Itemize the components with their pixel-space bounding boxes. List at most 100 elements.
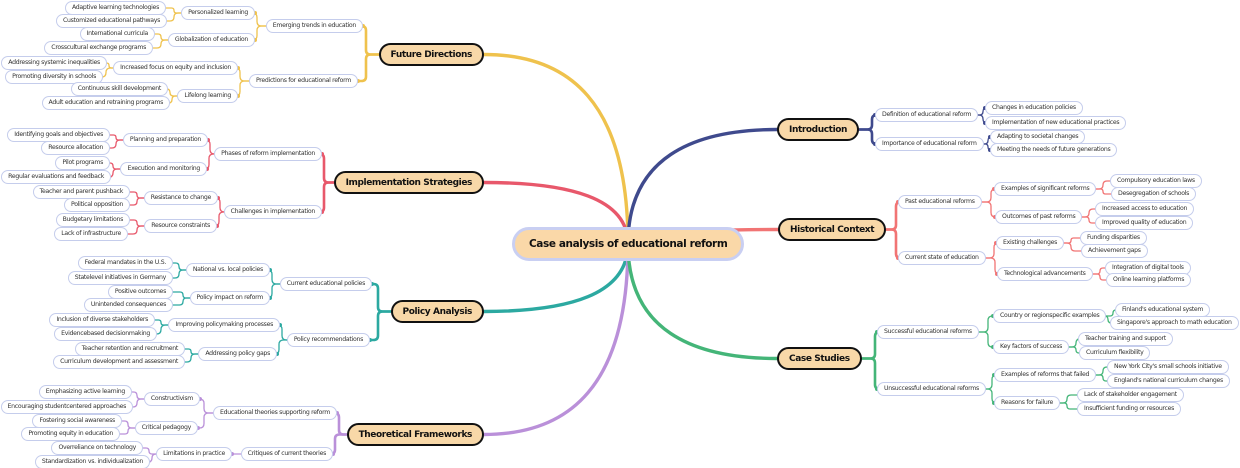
node-increased-access-to-education[interactable]: Increased access to education bbox=[1095, 202, 1195, 216]
node-unsuccessful-educational-reforms[interactable]: Unsuccessful educational reforms bbox=[877, 382, 986, 396]
node-critical-pedagogy[interactable]: Critical pedagogy bbox=[134, 421, 198, 435]
node-unintended-consequences[interactable]: Unintended consequences bbox=[83, 298, 173, 312]
node-personalized-learning[interactable]: Personalized learning bbox=[181, 6, 255, 20]
node-current-educational-policies[interactable]: Current educational policies bbox=[279, 277, 372, 291]
node-addressing-policy-gaps[interactable]: Addressing policy gaps bbox=[198, 347, 277, 361]
node-identifying-goals-and-objectives[interactable]: Identifying goals and objectives bbox=[7, 128, 110, 142]
node-pilot-programs[interactable]: Pilot programs bbox=[55, 156, 110, 170]
connector-line bbox=[198, 398, 214, 414]
node-challenges-in-implementation[interactable]: Challenges in implementation bbox=[223, 205, 322, 219]
node-adult-education-and-retraining-programs[interactable]: Adult education and retraining programs bbox=[41, 96, 170, 110]
connector-line bbox=[155, 324, 169, 335]
node-constructivism[interactable]: Constructivism bbox=[143, 392, 200, 406]
branch-future-directions[interactable]: Future Directions bbox=[378, 43, 484, 66]
node-desegregation-of-schools[interactable]: Desegregation of schools bbox=[1111, 187, 1197, 201]
node-reasons-for-failure[interactable]: Reasons for failure bbox=[994, 396, 1061, 410]
node-online-learning-platforms[interactable]: Online learning platforms bbox=[1106, 273, 1192, 287]
branch-policy-analysis[interactable]: Policy Analysis bbox=[390, 300, 484, 323]
node-customized-educational-pathways[interactable]: Customized educational pathways bbox=[55, 14, 167, 28]
branch-implementation-strategies[interactable]: Implementation Strategies bbox=[333, 171, 484, 194]
node-increased-focus-on-equity-and-inclusion[interactable]: Increased focus on equity and inclusion bbox=[113, 61, 238, 75]
node-achievement-gaps[interactable]: Achievement gaps bbox=[1081, 244, 1148, 258]
branch-historical-context[interactable]: Historical Context bbox=[778, 218, 887, 241]
node-current-state-of-education[interactable]: Current state of education bbox=[898, 251, 986, 265]
connector-line bbox=[129, 197, 145, 206]
node-federal-mandates-in-the-us[interactable]: Federal mandates in the U.S. bbox=[77, 256, 173, 270]
node-country-or-regionspecific-examples[interactable]: Country or regionspecific examples bbox=[993, 309, 1107, 323]
branch-introduction[interactable]: Introduction bbox=[777, 118, 860, 141]
node-phases-of-reform-implementation[interactable]: Phases of reform implementation bbox=[214, 147, 322, 161]
connector-line bbox=[119, 427, 136, 435]
connector-line bbox=[981, 201, 997, 218]
node-statelevel-initiatives-in-germany[interactable]: Statelevel initiatives in Germany bbox=[67, 271, 173, 285]
node-globalization-of-education[interactable]: Globalization of education bbox=[167, 33, 255, 47]
node-teacher-retention-and-recruitment[interactable]: Teacher retention and recruitment bbox=[74, 342, 185, 356]
node-englands-national-curriculum-changes[interactable]: England's national curriculum changes bbox=[1107, 374, 1230, 388]
node-past-educational-reforms[interactable]: Past educational reforms bbox=[898, 195, 982, 209]
node-existing-challenges[interactable]: Existing challenges bbox=[996, 236, 1065, 250]
node-critiques-of-current-theories[interactable]: Critiques of current theories bbox=[240, 447, 333, 461]
node-promoting-diversity-in-schools[interactable]: Promoting diversity in schools bbox=[5, 70, 103, 84]
node-policy-recommendations[interactable]: Policy recommendations bbox=[286, 333, 370, 347]
node-budgetary-limitations[interactable]: Budgetary limitations bbox=[55, 213, 130, 227]
node-lack-of-stakeholder-engagement[interactable]: Lack of stakeholder engagement bbox=[1077, 388, 1184, 402]
node-finlands-educational-system[interactable]: Finland's educational system bbox=[1115, 303, 1211, 317]
node-inclusion-of-diverse-stakeholders[interactable]: Inclusion of diverse stakeholders bbox=[49, 313, 155, 327]
node-predictions-for-educational-reform[interactable]: Predictions for educational reform bbox=[248, 74, 358, 88]
branch-case-studies[interactable]: Case Studies bbox=[777, 347, 862, 370]
node-outcomes-of-past-reforms[interactable]: Outcomes of past reforms bbox=[995, 210, 1083, 224]
node-importance-of-educational-reform[interactable]: Importance of educational reform bbox=[875, 137, 984, 151]
node-execution-and-monitoring[interactable]: Execution and monitoring bbox=[120, 162, 207, 176]
node-meeting-the-needs-of-future-generations[interactable]: Meeting the needs of future generations bbox=[990, 143, 1118, 157]
node-curriculum-development-and-assessment[interactable]: Curriculum development and assessment bbox=[53, 355, 185, 369]
node-changes-in-education-policies[interactable]: Changes in education policies bbox=[985, 101, 1083, 115]
node-resistance-to-change[interactable]: Resistance to change bbox=[143, 191, 218, 205]
node-key-factors-of-success[interactable]: Key factors of success bbox=[993, 340, 1070, 354]
node-singapores-approach-to-math-education[interactable]: Singapore's approach to math education bbox=[1110, 316, 1239, 330]
node-political-opposition[interactable]: Political opposition bbox=[64, 198, 130, 212]
node-improving-policymaking-processes[interactable]: Improving policymaking processes bbox=[168, 318, 280, 332]
node-overreliance-on-technology[interactable]: Overreliance on technology bbox=[51, 441, 143, 455]
node-fostering-social-awareness[interactable]: Fostering social awareness bbox=[32, 414, 122, 428]
node-implementation-of-new-educational-practices[interactable]: Implementation of new educational practi… bbox=[985, 116, 1127, 130]
node-examples-of-reforms-that-failed[interactable]: Examples of reforms that failed bbox=[994, 368, 1097, 382]
node-international-curricula[interactable]: International curricula bbox=[79, 27, 155, 41]
node-funding-disparities[interactable]: Funding disparities bbox=[1080, 231, 1147, 245]
node-teacher-and-parent-pushback[interactable]: Teacher and parent pushback bbox=[32, 185, 130, 199]
node-positive-outcomes[interactable]: Positive outcomes bbox=[107, 285, 173, 299]
node-emerging-trends-in-education[interactable]: Emerging trends in education bbox=[265, 19, 363, 33]
node-national-vs-local-policies[interactable]: National vs. local policies bbox=[185, 263, 270, 277]
node-lack-of-infrastructure[interactable]: Lack of infrastructure bbox=[54, 227, 128, 241]
node-policy-impact-on-reform[interactable]: Policy impact on reform bbox=[189, 291, 270, 305]
branch-theoretical-frameworks[interactable]: Theoretical Frameworks bbox=[346, 423, 484, 446]
node-continuous-skill-development[interactable]: Continuous skill development bbox=[70, 82, 168, 96]
node-educational-theories-supporting-reform[interactable]: Educational theories supporting reform bbox=[212, 406, 337, 420]
node-evidencebased-decisionmaking[interactable]: Evidencebased decisionmaking bbox=[54, 327, 157, 341]
node-teacher-training-and-support[interactable]: Teacher training and support bbox=[1078, 332, 1173, 346]
node-standardization-vs-individualization[interactable]: Standardization vs. individualization bbox=[34, 455, 150, 468]
node-new-york-citys-small-schools-initiative[interactable]: New York City's small schools initiative bbox=[1107, 360, 1229, 374]
node-curriculum-flexibility[interactable]: Curriculum flexibility bbox=[1079, 346, 1151, 360]
node-encouraging-studentcentered-approaches[interactable]: Encouraging studentcentered approaches bbox=[0, 400, 133, 414]
node-lifelong-learning[interactable]: Lifelong learning bbox=[177, 89, 238, 103]
node-examples-of-significant-reforms[interactable]: Examples of significant reforms bbox=[994, 182, 1097, 196]
node-limitations-in-practice[interactable]: Limitations in practice bbox=[156, 447, 232, 461]
node-adapting-to-societal-changes[interactable]: Adapting to societal changes bbox=[990, 130, 1086, 144]
node-technological-advancements[interactable]: Technological advancements bbox=[997, 267, 1093, 281]
node-regular-evaluations-and-feedback[interactable]: Regular evaluations and feedback bbox=[1, 170, 111, 184]
node-planning-and-preparation[interactable]: Planning and preparation bbox=[122, 133, 208, 147]
node-crosscultural-exchange-programs[interactable]: Crosscultural exchange programs bbox=[44, 41, 153, 55]
node-insufficient-funding-or-resources[interactable]: Insufficient funding or resources bbox=[1077, 402, 1182, 416]
node-resource-allocation[interactable]: Resource allocation bbox=[41, 141, 110, 155]
node-addressing-systemic-inequalities[interactable]: Addressing systemic inequalities bbox=[1, 56, 107, 70]
node-adaptive-learning-technologies[interactable]: Adaptive learning technologies bbox=[64, 1, 166, 15]
node-resource-constraints[interactable]: Resource constraints bbox=[144, 219, 217, 233]
node-emphasizing-active-learning[interactable]: Emphasizing active learning bbox=[38, 385, 132, 399]
node-definition-of-educational-reform[interactable]: Definition of educational reform bbox=[875, 108, 979, 122]
node-improved-quality-of-education[interactable]: Improved quality of education bbox=[1095, 216, 1194, 230]
node-compulsory-education-laws[interactable]: Compulsory education laws bbox=[1110, 174, 1202, 188]
node-successful-educational-reforms[interactable]: Successful educational reforms bbox=[877, 325, 979, 339]
node-promoting-equity-in-education[interactable]: Promoting equity in education bbox=[21, 427, 120, 441]
central-topic[interactable]: Case analysis of educational reform bbox=[512, 227, 745, 261]
